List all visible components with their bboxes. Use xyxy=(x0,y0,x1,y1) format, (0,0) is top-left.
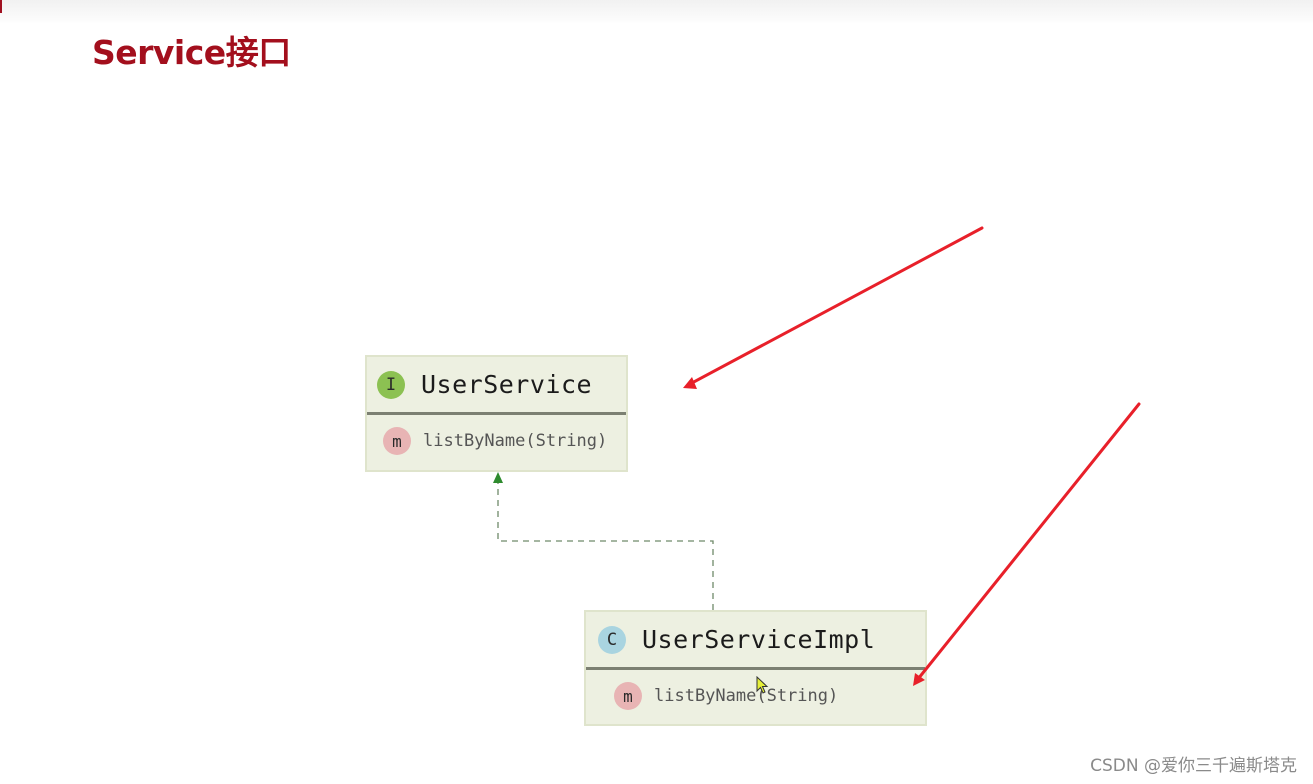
mouse-cursor-icon xyxy=(756,676,769,694)
watermark: CSDN @爱你三千遍斯塔克 xyxy=(1090,756,1297,776)
uml-class-header: C UserServiceImpl xyxy=(586,612,925,670)
slide-edge-marker xyxy=(0,0,2,13)
method-signature: listByName(String) xyxy=(423,431,608,451)
interface-icon: I xyxy=(377,370,405,399)
uml-interface-userservice[interactable]: I UserService m listByName(String) xyxy=(365,355,628,472)
realization-connector xyxy=(493,472,714,610)
class-icon: C xyxy=(598,625,626,654)
slide-title: Service接口 xyxy=(92,33,291,72)
interface-name: UserService xyxy=(421,370,593,399)
annotation-arrow-1 xyxy=(683,226,984,389)
uml-interface-header: I UserService xyxy=(367,357,626,415)
annotation-arrow-2 xyxy=(913,402,1141,686)
uml-interface-methods: m listByName(String) xyxy=(367,415,626,467)
top-band xyxy=(0,0,1313,24)
class-name: UserServiceImpl xyxy=(642,625,876,654)
method-icon: m xyxy=(383,427,411,455)
realization-arrowhead-icon xyxy=(493,472,503,483)
uml-class-userserviceimpl[interactable]: C UserServiceImpl m listByName(String) xyxy=(584,610,927,726)
uml-class-methods: m listByName(String) xyxy=(586,670,925,722)
method-signature: listByName(String) xyxy=(654,686,839,706)
method-icon: m xyxy=(614,682,642,710)
